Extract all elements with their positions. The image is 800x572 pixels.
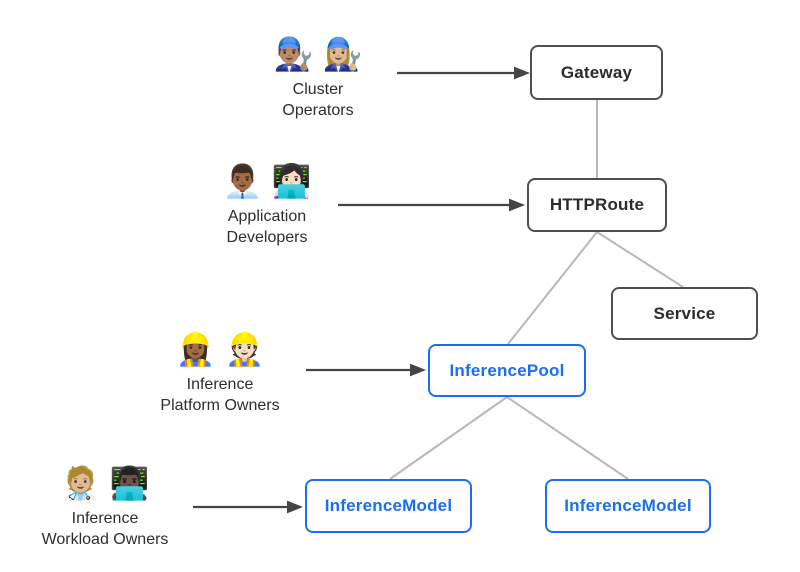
persona-label-line: Application — [227, 207, 307, 225]
persona-label-line: Platform Owners — [160, 396, 280, 414]
arrow-inference-workload-owners-to-inferencemodel — [193, 500, 303, 514]
persona-inference-platform-owners: 👷🏾‍♀️ 👷🏻 Inference Platform Owners — [115, 331, 325, 416]
inference-workload-owners-emoji-icon: 🧑🏼‍⚕️ 👨🏿‍💻 — [60, 465, 150, 501]
node-service-label: Service — [653, 303, 716, 323]
persona-application-developers: 👨🏾‍💼 👩🏻‍💻 Application Developers — [162, 163, 372, 248]
node-inferencemodel-1-label: InferenceModel — [324, 496, 453, 515]
node-gateway: Gateway — [530, 45, 663, 100]
edge-httproute-inferencepool — [507, 231, 598, 345]
node-inferencemodel-2-label: InferenceModel — [564, 496, 692, 515]
persona-label-line: Inference — [186, 375, 254, 393]
node-inferencemodel-2: InferenceModel — [545, 479, 711, 533]
node-inferencepool-label: InferencePool — [449, 360, 565, 380]
node-httproute-label: HTTPRoute — [549, 195, 645, 214]
persona-label-line: Workload Owners — [41, 530, 169, 548]
arrow-cluster-operators-to-gateway — [397, 66, 530, 80]
node-inferencemodel-1: InferenceModel — [305, 479, 472, 533]
application-developers-emoji-icon: 👨🏾‍💼 👩🏻‍💻 — [222, 163, 312, 199]
edge-httproute-service — [596, 231, 684, 288]
arrow-application-developers-to-httproute — [338, 198, 525, 212]
node-service: Service — [611, 287, 758, 340]
node-httproute: HTTPRoute — [527, 178, 667, 232]
arrow-inference-platform-owners-to-inferencepool — [306, 363, 426, 377]
persona-label-line: Operators — [282, 101, 354, 119]
inference-platform-owners-emoji-icon: 👷🏾‍♀️ 👷🏻 — [175, 331, 265, 367]
persona-cluster-operators: 👨🏽‍🔧 👩🏼‍🔧 Cluster Operators — [213, 36, 423, 121]
persona-label-line: Developers — [226, 228, 308, 246]
edge-inferencepool-inferencemodel-2 — [506, 396, 629, 480]
persona-label-line: Cluster — [292, 80, 344, 98]
node-gateway-label: Gateway — [560, 62, 633, 82]
node-inferencepool: InferencePool — [428, 344, 586, 397]
persona-inference-workload-owners: 🧑🏼‍⚕️ 👨🏿‍💻 Inference Workload Owners — [0, 465, 210, 550]
cluster-operators-emoji-icon: 👨🏽‍🔧 👩🏼‍🔧 — [273, 36, 363, 72]
edge-inferencepool-inferencemodel-1 — [389, 396, 508, 480]
persona-label-line: Inference — [71, 509, 139, 527]
